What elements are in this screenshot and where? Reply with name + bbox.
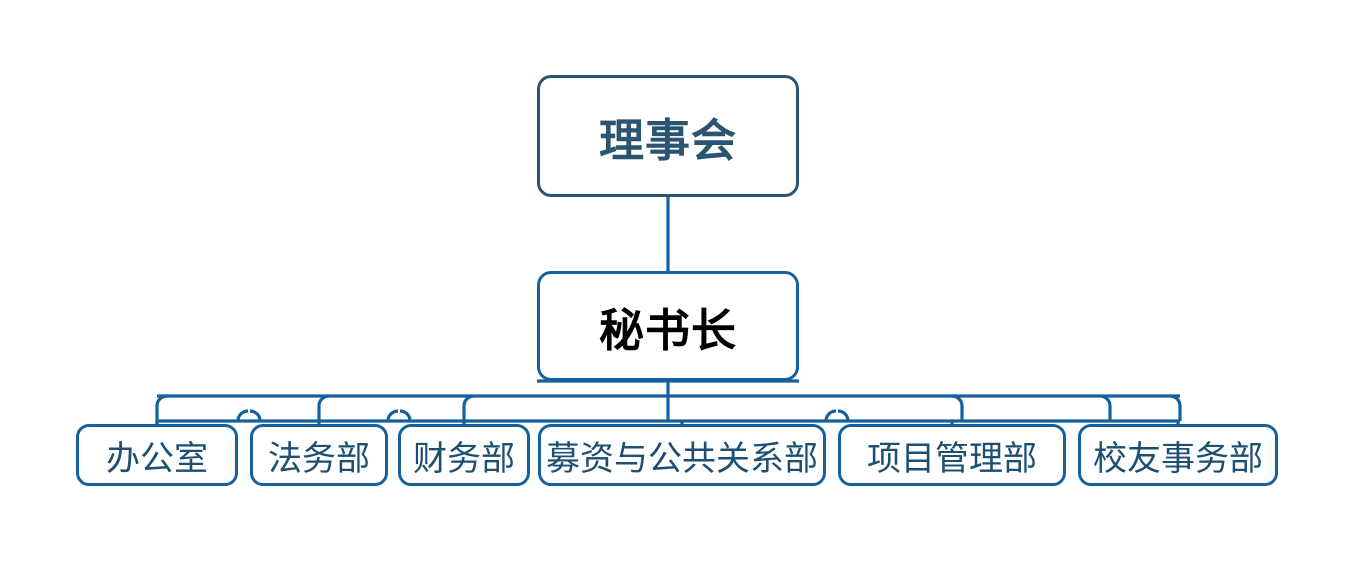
elbow-left-outer <box>155 394 168 421</box>
elbow-lower-f <box>837 409 850 422</box>
node-department-finance[interactable]: 财务部 <box>398 424 530 486</box>
elbow-lower-a <box>236 409 249 422</box>
node-department-projects[interactable]: 项目管理部 <box>838 424 1066 486</box>
elbow-finance <box>462 394 475 421</box>
node-department-fundraising[interactable]: 募资与公共关系部 <box>538 424 826 486</box>
node-department-office[interactable]: 办公室 <box>76 424 238 486</box>
elbow-projects <box>1099 394 1112 421</box>
node-secretary[interactable]: 秘书长 <box>537 271 799 381</box>
node-board[interactable]: 理事会 <box>537 75 799 197</box>
elbow-fundraising <box>951 394 964 421</box>
node-department-alumni[interactable]: 校友事务部 <box>1078 424 1278 486</box>
elbow-legal <box>317 394 330 421</box>
elbow-lower-c <box>386 409 399 422</box>
elbow-lower-e <box>824 409 837 422</box>
elbow-lower-d <box>399 409 412 422</box>
node-department-legal[interactable]: 法务部 <box>250 424 388 486</box>
elbow-right-outer <box>1169 394 1182 421</box>
elbow-lower-b <box>249 409 262 422</box>
